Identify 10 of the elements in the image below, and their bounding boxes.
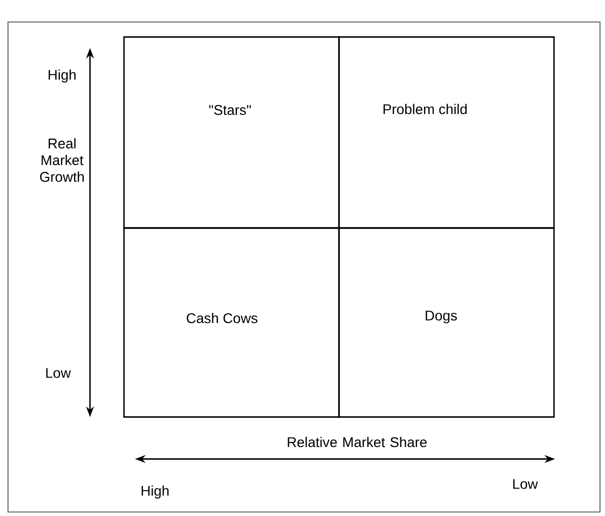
quadrant-box: Cash Cows xyxy=(123,227,340,418)
quadrant-box: "Stars" xyxy=(123,36,340,229)
axis-end-label: High xyxy=(142,485,169,499)
axis-end-label: Low xyxy=(46,368,71,378)
quadrant-box: Dogs xyxy=(338,227,555,418)
axis-end-label: Low xyxy=(513,479,538,489)
quadrant-box: Problem child xyxy=(338,36,555,229)
axis-title: Relative Market Share xyxy=(288,436,427,448)
axis-title: Real Market Growth xyxy=(40,138,84,182)
axis-end-label: High xyxy=(48,69,76,83)
